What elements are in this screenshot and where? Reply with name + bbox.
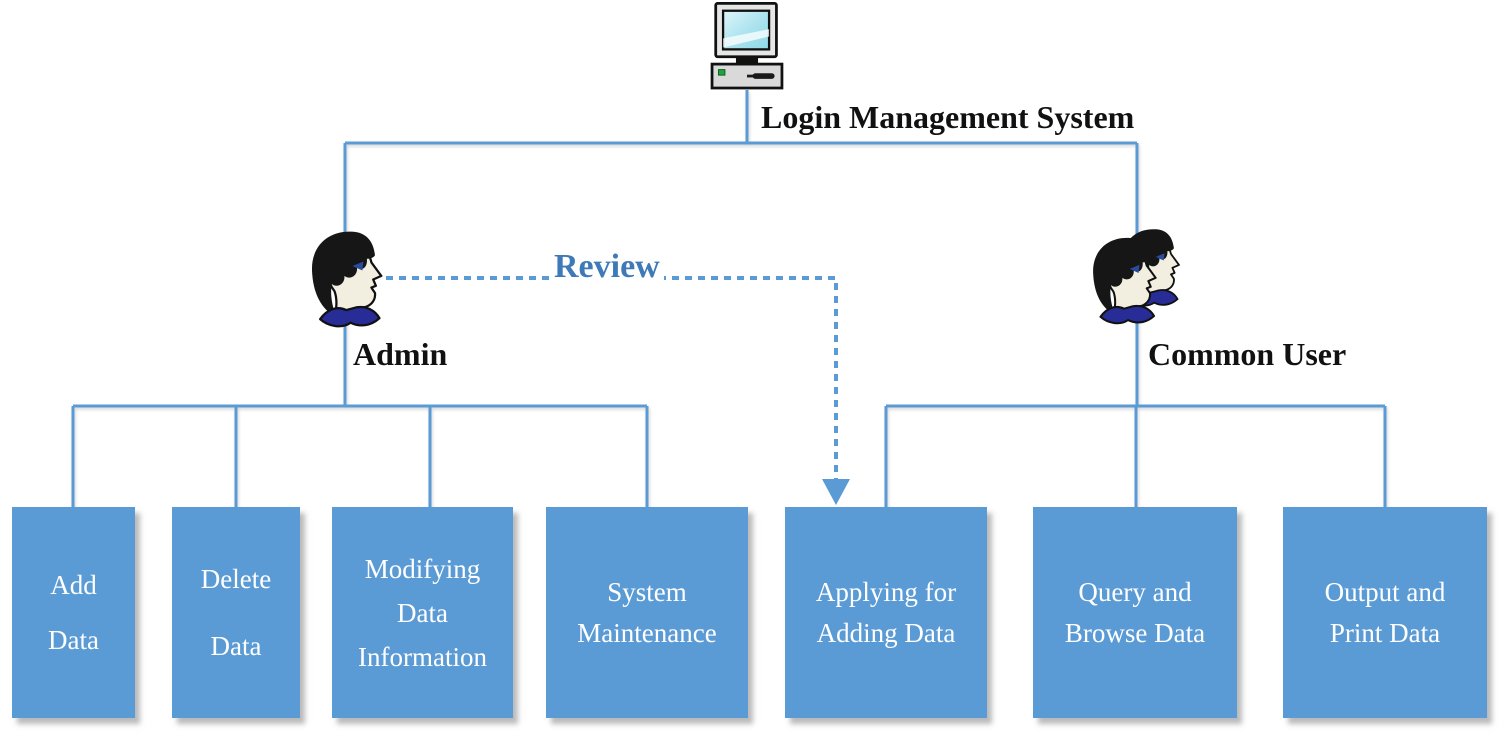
- review-dashed-arrow-line: [386, 276, 838, 480]
- box-label-line: Maintenance: [577, 617, 717, 648]
- box-label-line: System: [607, 576, 687, 607]
- box-label-line: Query and: [1078, 576, 1192, 607]
- review-arrowhead-icon: [822, 479, 850, 505]
- disk-slot: [752, 73, 775, 79]
- common-user-label: Common User: [1148, 336, 1347, 372]
- box-label-line: Data: [397, 597, 448, 628]
- box-label-line: Modifying: [364, 553, 481, 584]
- function-box-query-and-browse-data: Query and Browse Data: [1033, 507, 1237, 718]
- box-label-line: Information: [358, 641, 487, 672]
- disk-slot-tab: [747, 74, 755, 78]
- function-box-delete-data: Delete Data: [172, 507, 300, 718]
- function-box-system-maintenance: System Maintenance: [546, 507, 748, 718]
- function-box-modifying-data-information: Modifying Data Information: [332, 507, 513, 718]
- function-box-add-data: Add Data: [12, 507, 135, 718]
- box-label-line: Data: [210, 630, 262, 661]
- box-label-line: Delete: [200, 563, 272, 594]
- box-label-line: Print Data: [1329, 617, 1441, 648]
- box-label-line: Applying for: [815, 576, 957, 607]
- box-label-line: Browse Data: [1064, 617, 1206, 648]
- admin-label: Admin: [353, 336, 448, 372]
- function-box-output-and-print-data: Output and Print Data: [1283, 507, 1487, 718]
- monitor-stand: [735, 56, 759, 65]
- admin-person-icon: [303, 230, 393, 334]
- box-label-line: Output and: [1324, 576, 1446, 607]
- box-label-line: Add: [50, 569, 97, 600]
- computer-icon: [701, 1, 793, 100]
- review-label: Review: [550, 248, 664, 290]
- screen-glare: [723, 29, 770, 48]
- function-box-applying-for-adding-data: Applying for Adding Data: [785, 507, 987, 718]
- box-label-line: Adding Data: [816, 617, 956, 648]
- root-label: Login Management System: [761, 99, 1135, 135]
- common-user-two-person-icon: [1085, 226, 1191, 333]
- box-label-line: Data: [48, 624, 99, 655]
- power-led: [718, 69, 726, 76]
